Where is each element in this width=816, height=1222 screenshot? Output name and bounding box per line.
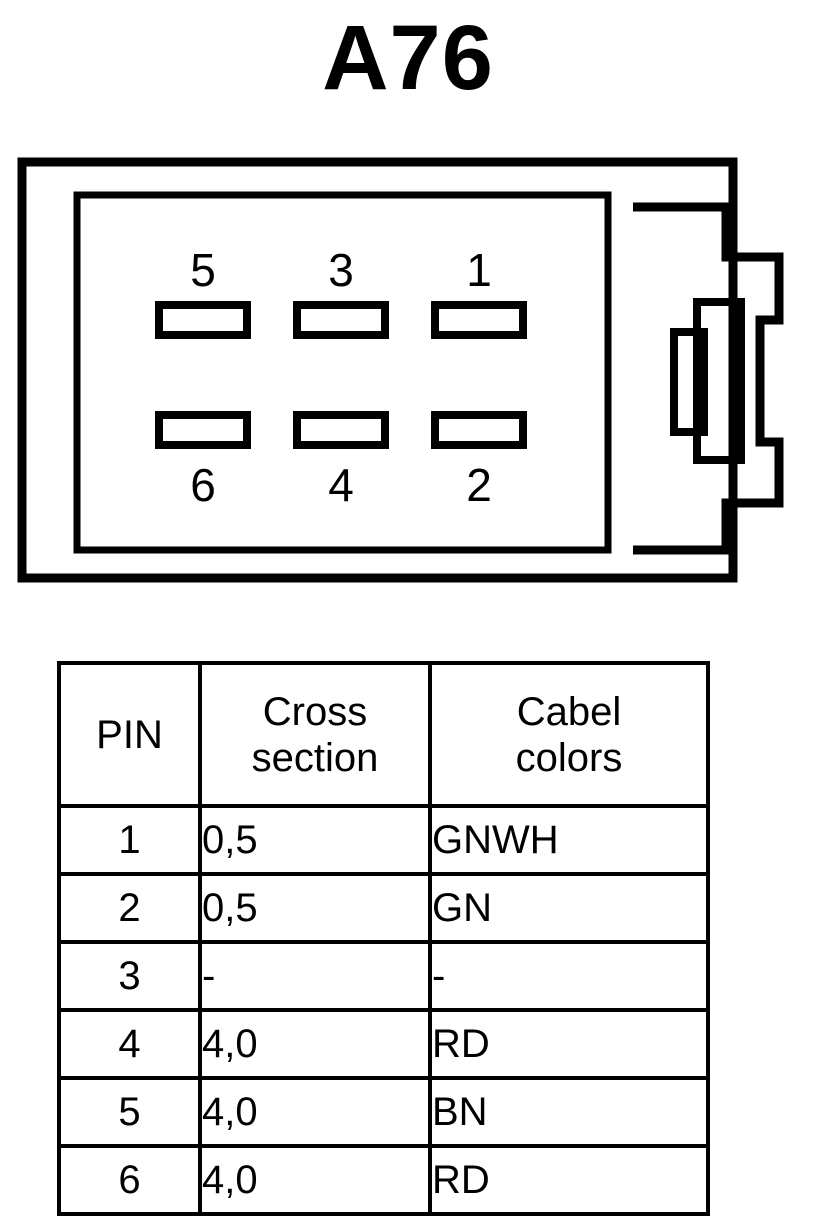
row-cable-colors: RD	[428, 1008, 710, 1080]
pin-slot-1[interactable]	[431, 301, 527, 339]
pin-label-top-2: 3	[328, 244, 354, 296]
row-cross-section: 0,5	[198, 804, 432, 876]
row-cross-section: 4,0	[198, 1144, 432, 1216]
table-row: 4 4,0 RD	[57, 1008, 710, 1080]
connector-outer-housing	[17, 157, 738, 583]
header-pin: PIN	[57, 661, 202, 808]
table-row: 2 0,5 GN	[57, 872, 710, 944]
pin-label-top-1: 5	[190, 244, 216, 296]
row-cross-section: 4,0	[198, 1076, 432, 1148]
row-pin: 2	[57, 872, 202, 944]
row-pin: 5	[57, 1076, 202, 1148]
row-pin: 3	[57, 940, 202, 1012]
row-cable-colors: GNWH	[428, 804, 710, 876]
row-cross-section: -	[198, 940, 432, 1012]
connector-inner-cavity	[73, 191, 612, 554]
header-cable-colors-line2: colors	[515, 735, 623, 780]
pin-label-bottom-3: 2	[466, 459, 492, 511]
header-cross-section: Cross section	[198, 661, 432, 808]
table-row: 5 4,0 BN	[57, 1076, 710, 1148]
pin-slot-5[interactable]	[155, 301, 251, 339]
header-cross-section-line2: section	[251, 735, 379, 780]
row-cable-colors: GN	[428, 872, 710, 944]
row-pin: 1	[57, 804, 202, 876]
pin-slot-6[interactable]	[155, 411, 251, 449]
pin-assignment-table: PIN Cross section Cabel colors 1 0,5 GNW…	[57, 661, 710, 1216]
header-cable-colors: Cabel colors	[428, 661, 710, 808]
connector-latch-profile	[633, 202, 784, 555]
pin-slot-2[interactable]	[431, 411, 527, 449]
header-cable-colors-line1: Cabel	[516, 689, 622, 734]
pin-label-bottom-2: 4	[328, 459, 354, 511]
page-title: A76	[322, 7, 494, 109]
connector-svg: 5 3 1 6 4 2	[17, 157, 784, 583]
row-cross-section: 0,5	[198, 872, 432, 944]
header-pin-line1: PIN	[96, 712, 163, 757]
table-row: 1 0,5 GNWH	[57, 804, 710, 876]
table-row: 3 - -	[57, 940, 710, 1012]
table-row: 6 4,0 RD	[57, 1144, 710, 1216]
connector-diagram: 5 3 1 6 4 2	[0, 150, 816, 600]
row-pin: 4	[57, 1008, 202, 1080]
pin-label-bottom-1: 6	[190, 459, 216, 511]
table-header-row: PIN Cross section Cabel colors	[57, 661, 710, 808]
header-cross-section-line1: Cross	[262, 689, 368, 734]
pin-slot-3[interactable]	[293, 301, 389, 339]
pin-label-top-3: 1	[466, 244, 492, 296]
row-cross-section: 4,0	[198, 1008, 432, 1080]
row-cable-colors: -	[428, 940, 710, 1012]
latch-tab-outer	[693, 298, 745, 464]
row-cable-colors: BN	[428, 1076, 710, 1148]
row-pin: 6	[57, 1144, 202, 1216]
row-cable-colors: RD	[428, 1144, 710, 1216]
pin-slot-4[interactable]	[293, 411, 389, 449]
latch-tab-inner	[670, 328, 708, 436]
